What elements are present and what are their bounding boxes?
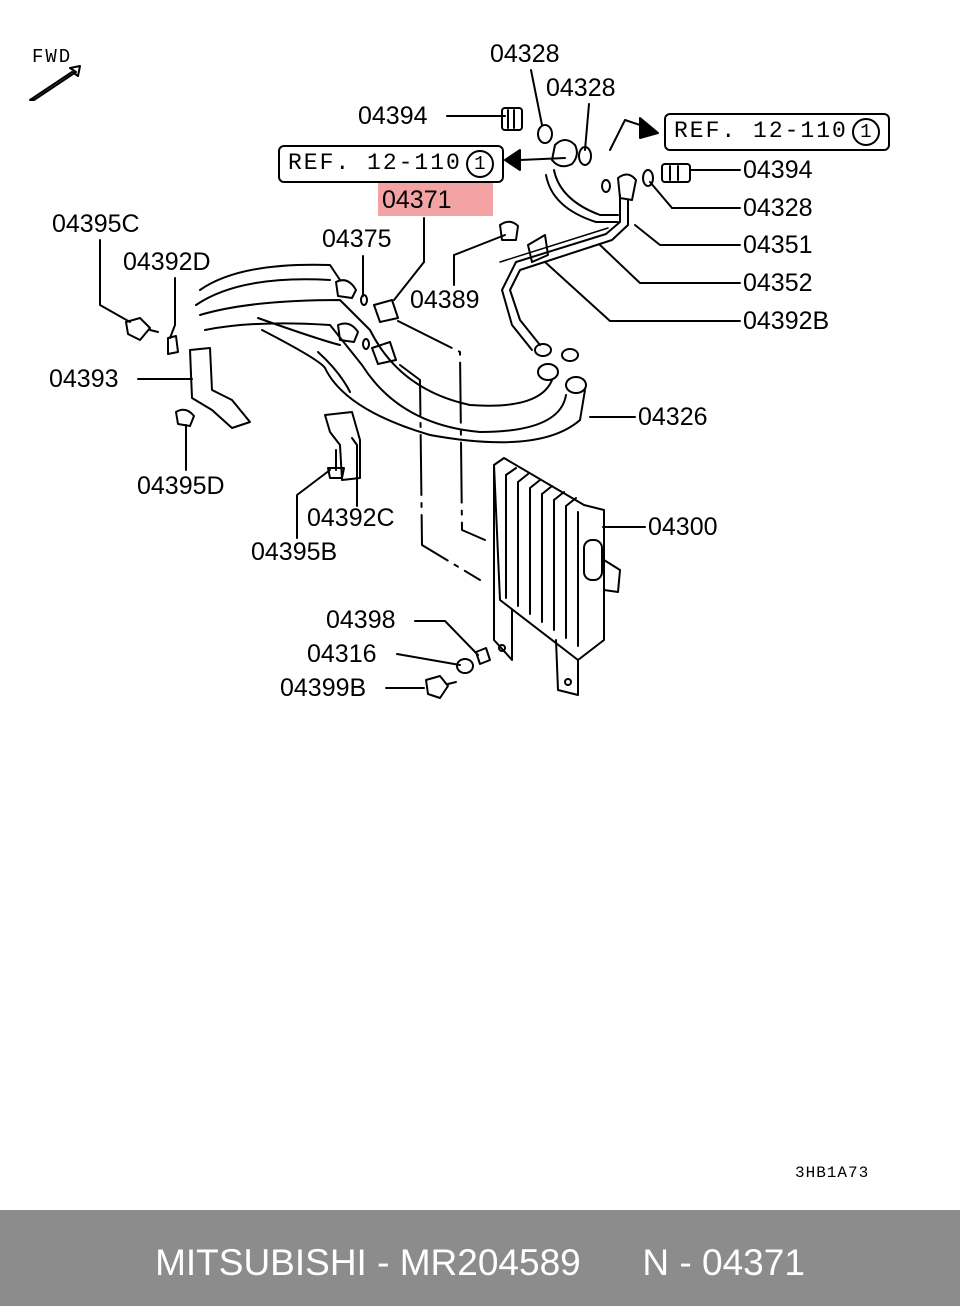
reference-number: N - 04371	[642, 1242, 805, 1283]
part-label-04395b: 04395B	[251, 538, 338, 566]
part-label-04394: 04394	[358, 102, 428, 130]
brand-name: MITSUBISHI	[155, 1242, 367, 1283]
highlight-box	[378, 183, 493, 216]
ref-text: REF. 12-110	[674, 118, 848, 144]
part-label-04392c: 04392C	[307, 504, 395, 532]
footer-text: MITSUBISHI - MR204589 N - 04371	[0, 1242, 960, 1284]
ref-circle: 1	[465, 150, 494, 178]
part-label-04389: 04389	[410, 286, 480, 314]
ref-circle: 1	[851, 118, 880, 146]
part-label-04352: 04352	[743, 269, 813, 297]
part-label-04392d: 04392D	[123, 248, 211, 276]
part-number: MR204589	[399, 1242, 581, 1283]
part-label-04328: 04328	[546, 74, 616, 102]
part-label-04328: 04328	[490, 40, 560, 68]
part-label-04351: 04351	[743, 231, 813, 259]
part-label-04394: 04394	[743, 156, 813, 184]
part-label-04328: 04328	[743, 194, 813, 222]
fwd-arrow-icon	[29, 65, 81, 101]
part-label-04398: 04398	[326, 606, 396, 634]
footer-bar: MITSUBISHI - MR204589 N - 04371	[0, 1210, 960, 1306]
diagram-code: 3HB1A73	[795, 1164, 870, 1182]
part-label-04399b: 04399B	[280, 674, 367, 702]
fwd-label: FWD	[32, 46, 73, 68]
part-label-04375: 04375	[322, 225, 392, 253]
part-label-04392b: 04392B	[743, 307, 830, 335]
ref-text: REF. 12-110	[288, 150, 462, 176]
part-label-04395d: 04395D	[137, 472, 225, 500]
part-label-04326: 04326	[638, 403, 708, 431]
part-label-04393: 04393	[49, 365, 119, 393]
part-label-04395c: 04395C	[52, 210, 140, 238]
footer-separator: -	[366, 1242, 400, 1283]
part-label-04371-highlighted: 04371	[382, 186, 452, 214]
part-label-04300: 04300	[648, 513, 718, 541]
part-label-04316: 04316	[307, 640, 377, 668]
diagram-drawing	[29, 65, 741, 699]
